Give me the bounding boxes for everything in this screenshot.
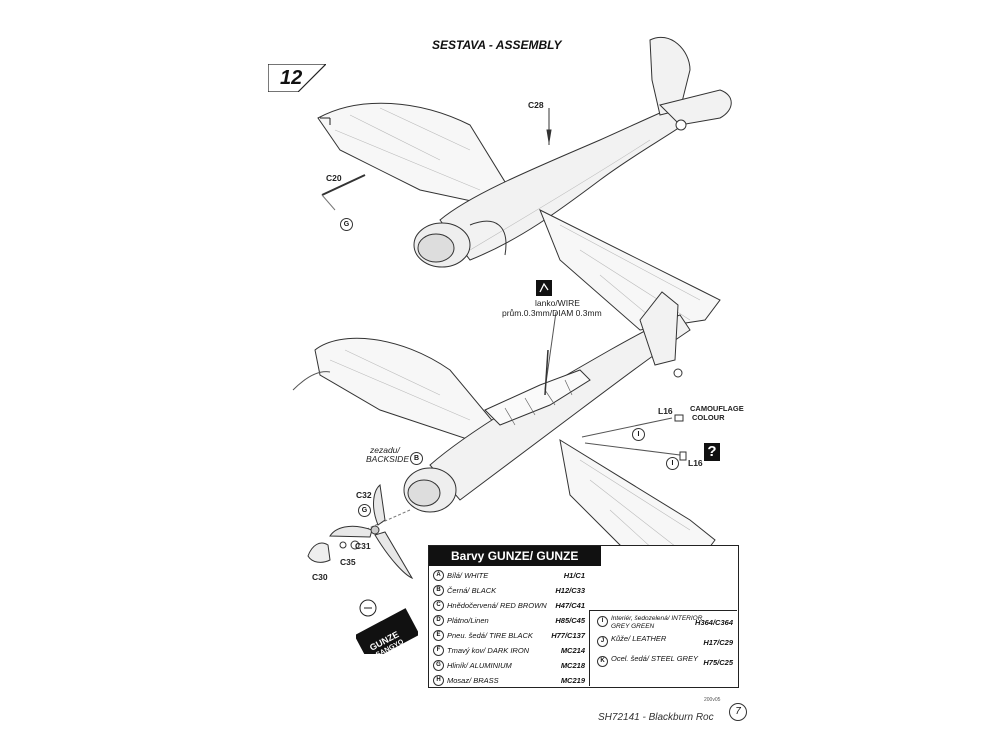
backside-label-2: BACKSIDE (366, 454, 409, 464)
paint-name: Pneu. šedá/ TIRE BLACK (447, 631, 533, 640)
paint-name: Mosaz/ BRASS (447, 676, 499, 685)
paint-letter: E (433, 630, 444, 641)
paint-letter: H (433, 675, 444, 686)
paint-code: H12/C33 (555, 586, 585, 595)
paint-drop-i-2: I (666, 457, 679, 470)
paint-letter: A (433, 570, 444, 581)
paint-name: Hnědočervená/ RED BROWN (447, 601, 547, 610)
colour-label: COLOUR (692, 413, 725, 422)
upper-aircraft (317, 36, 732, 331)
paint-name: Bílá/ WHITE (447, 571, 489, 580)
paint-code: MC219 (560, 676, 585, 685)
paint-name: Interiér, šedozelená/ INTERIOR GREY GREE… (611, 615, 703, 630)
paint-code: MC218 (560, 661, 585, 670)
paint-drop-g-2: G (358, 504, 371, 517)
wire-hand-icon (536, 280, 552, 296)
part-c20-label: C20 (326, 173, 342, 183)
paint-letter: I (597, 616, 608, 627)
page-number: 7 (729, 703, 747, 721)
page-title: SESTAVA - ASSEMBLY (432, 38, 562, 52)
wire-label: lanko/WIRE (535, 298, 580, 308)
part-l16-label: L16 (658, 406, 673, 416)
paint-letter: B (433, 585, 444, 596)
paint-letter: G (433, 660, 444, 671)
paint-name: Kůže/ LEATHER (611, 634, 667, 643)
step-number-badge: 12 (267, 63, 328, 93)
paint-code: H17/C29 (703, 638, 733, 647)
table-divider-horizontal (589, 610, 737, 611)
paint-code: H1/C1 (563, 571, 585, 580)
paint-letter: C (433, 600, 444, 611)
backside-label: zezadu/ (370, 445, 400, 455)
paint-name: Černá/ BLACK (447, 586, 497, 595)
part-c31-label: C31 (355, 541, 371, 551)
paint-letter: D (433, 615, 444, 626)
paint-drop-i-1: I (632, 428, 645, 441)
part-c35-label: C35 (340, 557, 356, 567)
paint-code: H77/C137 (551, 631, 585, 640)
part-c30-label: C30 (312, 572, 328, 582)
paint-drop-b: B (410, 452, 423, 465)
paint-code: H85/C45 (555, 616, 585, 625)
gunze-sangyo-logo: GUNZE SANGYO (356, 599, 418, 654)
step-number: 12 (280, 67, 303, 89)
part-c32-label: C32 (356, 490, 372, 500)
paint-letter: K (597, 656, 608, 667)
paint-code: MC214 (560, 646, 585, 655)
paint-letter: F (433, 645, 444, 656)
paint-code: H47/C41 (555, 601, 585, 610)
part-l16-label-2: L16 (688, 458, 703, 468)
table-divider (589, 610, 590, 686)
part-c28-label: C28 (528, 100, 544, 110)
paint-name: Plátno/Linen (447, 616, 489, 625)
model-footer: SH72141 - Blackburn Roc (598, 712, 714, 723)
paint-name: Tmavý kov/ DARK IRON (447, 646, 530, 655)
paint-drop-g: G (340, 218, 353, 231)
paint-table-heading: Barvy GUNZE/ GUNZE (429, 546, 601, 566)
camouflage-label: CAMOUFLAGE (690, 404, 744, 413)
paint-name: Ocel. šedá/ STEEL GREY (611, 654, 698, 663)
print-year: 200v05 (704, 697, 721, 703)
paint-code: H364/C364 (695, 618, 733, 627)
paint-name: Hliník/ ALUMINIUM (447, 661, 512, 670)
wire-diameter-label: prům.0.3mm/DIAM 0.3mm (502, 308, 602, 318)
question-mark-icon: ? (704, 443, 720, 461)
paint-code: H75/C25 (703, 658, 733, 667)
lower-aircraft (292, 119, 716, 580)
paint-letter: J (597, 636, 608, 647)
